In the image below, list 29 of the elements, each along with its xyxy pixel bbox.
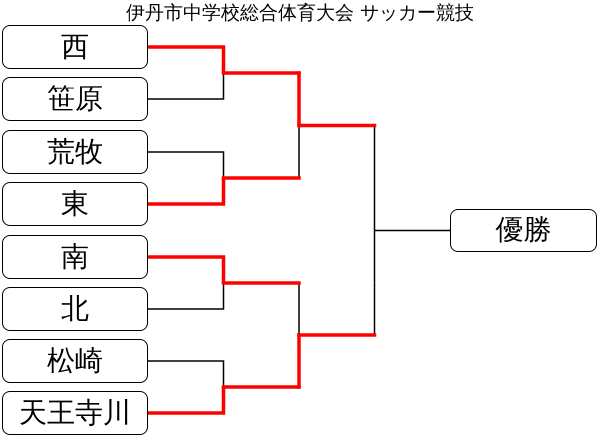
- bracket-line: [148, 151, 224, 178]
- team-box: 荒牧: [2, 130, 148, 174]
- bracket-line: [148, 283, 224, 310]
- team-box: 西: [2, 25, 148, 69]
- bracket-line: [374, 282, 376, 335]
- bracket-line: [298, 283, 300, 335]
- team-box: 北: [2, 287, 148, 331]
- bracket-line: [374, 178, 376, 230]
- bracket-line: [298, 126, 300, 178]
- team-box: 南: [2, 235, 148, 279]
- bracket-line: [374, 126, 376, 178]
- team-box: 笹原: [2, 77, 148, 121]
- team-box: 東: [2, 182, 148, 226]
- bracket-line: [297, 124, 376, 128]
- team-box: 松崎: [2, 339, 148, 383]
- bracket-line: [374, 230, 450, 232]
- bracket-line: [148, 360, 224, 387]
- team-box: 天王寺川: [2, 391, 148, 435]
- final-box: 優勝: [450, 209, 597, 252]
- bracket-line: [148, 255, 226, 283]
- title: 伊丹市中学校総合体育大会 サッカー競技: [126, 2, 474, 24]
- bracket-line: [148, 387, 226, 415]
- bracket-line: [222, 176, 301, 180]
- bracket-line: [374, 230, 376, 283]
- bracket-line: [297, 333, 376, 337]
- bracket-line: [148, 178, 226, 206]
- bracket-line: [222, 281, 301, 285]
- bracket-line: [148, 45, 226, 73]
- bracket-line: [148, 73, 224, 100]
